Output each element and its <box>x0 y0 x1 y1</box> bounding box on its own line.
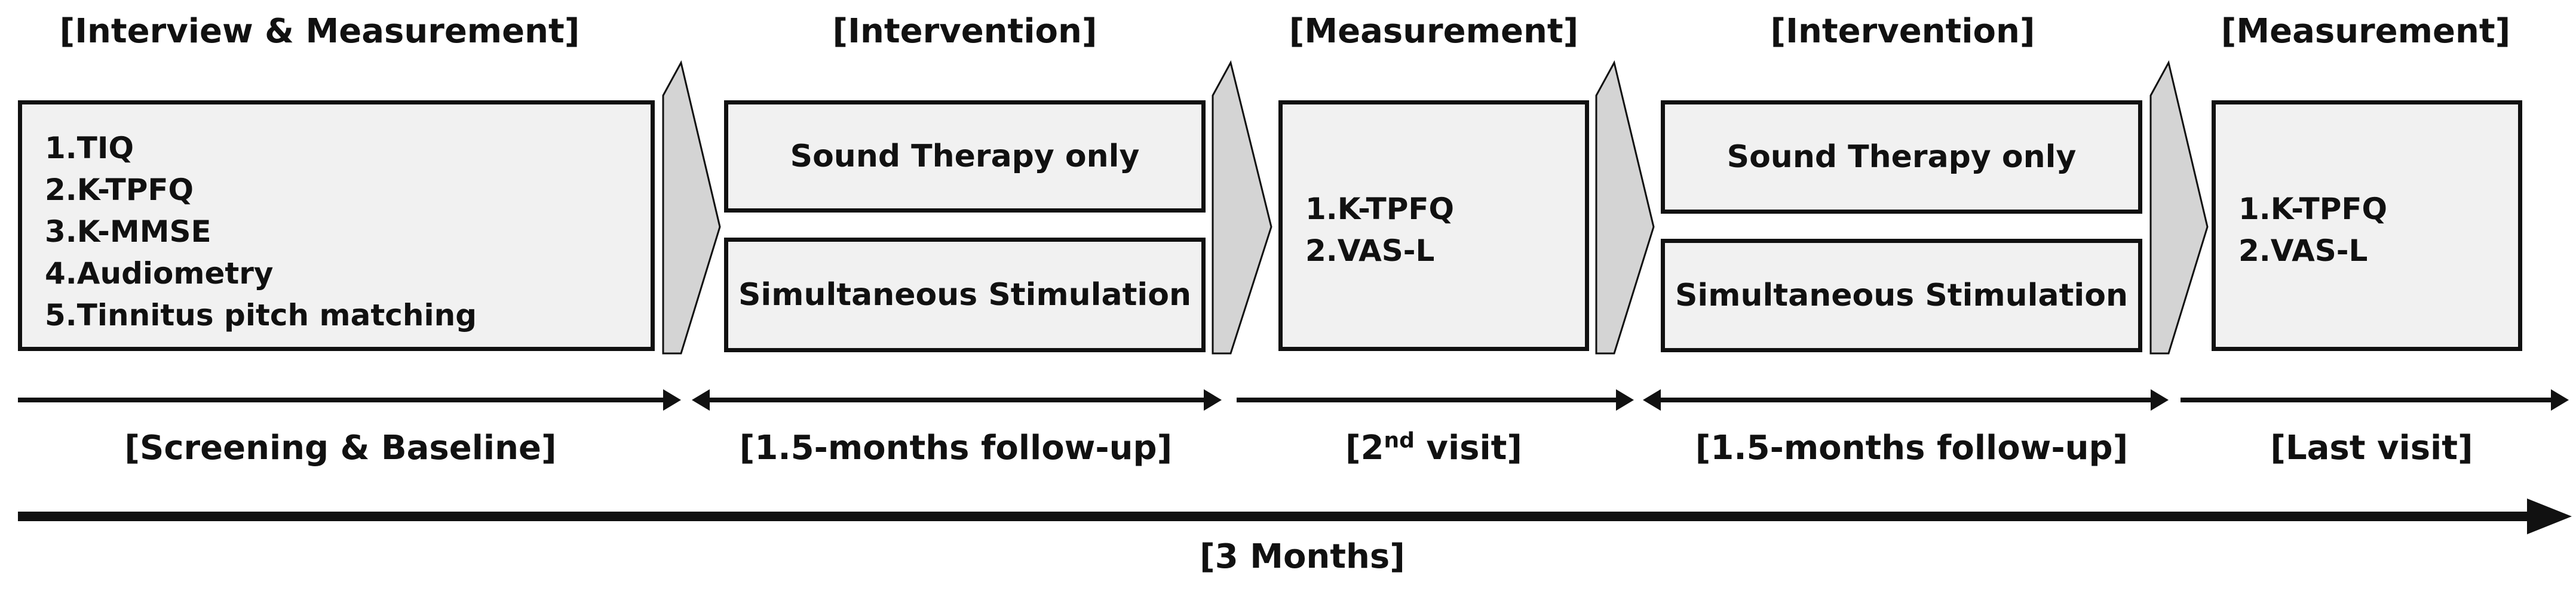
duration-label: [3 Months] <box>1200 537 1405 576</box>
visit2-prefix: [2 <box>1345 429 1384 467</box>
screening-arrow <box>18 389 681 411</box>
chevron-arrow-icon <box>1595 60 1655 355</box>
intervention2-simultaneous-stimulation-box: Simultaneous Stimulation <box>1661 239 2142 352</box>
baseline-item: 4.Audiometry <box>45 256 274 291</box>
phase-label-last-visit: [Last visit] <box>2270 429 2473 467</box>
intervention1-simultaneous-stimulation-box: Simultaneous Stimulation <box>724 238 1206 352</box>
phase-label-followup-1: [1.5-months follow-up] <box>739 429 1173 467</box>
chevron-arrow-icon <box>2149 60 2209 355</box>
measurement1-item: 1.K-TPFQ <box>1305 192 1454 226</box>
heading-intervention-2: [Intervention] <box>1770 12 2035 51</box>
followup2-double-arrow <box>1643 389 2169 411</box>
baseline-item: 1.TIQ <box>45 131 134 165</box>
baseline-item: 2.K-TPFQ <box>45 173 194 207</box>
baseline-measures-box: 1.TIQ 2.K-TPFQ 3.K-MMSE 4.Audiometry 5.T… <box>18 100 655 351</box>
followup1-double-arrow <box>692 389 1222 411</box>
baseline-item: 5.Tinnitus pitch matching <box>45 298 477 333</box>
chevron-arrow-icon <box>662 60 721 355</box>
measurement1-box: 1.K-TPFQ 2.VAS-L <box>1278 100 1589 351</box>
chevron-arrow-icon <box>1212 60 1272 355</box>
intervention1-sound-therapy-box: Sound Therapy only <box>724 100 1206 213</box>
phase-label-followup-2: [1.5-months follow-up] <box>1695 429 2129 467</box>
last-visit-arrow <box>2181 389 2569 411</box>
heading-measurement-1: [Measurement] <box>1289 12 1579 51</box>
intervention2-sound-therapy-box: Sound Therapy only <box>1661 100 2142 214</box>
measurement2-item: 2.VAS-L <box>2238 233 2368 268</box>
measurement1-item: 2.VAS-L <box>1305 233 1435 268</box>
heading-interview-measurement: [Interview & Measurement] <box>59 12 580 51</box>
measurement2-box: 1.K-TPFQ 2.VAS-L <box>2212 100 2522 351</box>
visit2-suffix: visit] <box>1414 429 1523 467</box>
visit2-ordinal: nd <box>1384 428 1415 453</box>
phase-label-screening: [Screening & Baseline] <box>124 429 557 467</box>
baseline-item: 3.K-MMSE <box>45 214 211 249</box>
measurement2-item: 1.K-TPFQ <box>2238 192 2387 226</box>
phase-label-second-visit: [2nd visit] <box>1237 429 1631 467</box>
heading-intervention-1: [Intervention] <box>832 12 1097 51</box>
heading-measurement-2: [Measurement] <box>2221 12 2511 51</box>
three-month-arrow <box>18 498 2572 534</box>
visit2-arrow <box>1237 389 1634 411</box>
